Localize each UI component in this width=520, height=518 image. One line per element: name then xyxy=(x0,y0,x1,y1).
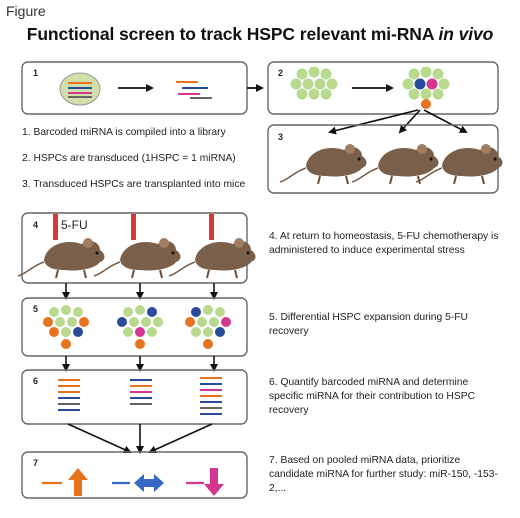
step-5-number: 5 xyxy=(33,304,38,314)
step-5-description: 5. Differential HSPC expansion during 5-… xyxy=(269,312,468,337)
step-6-description: 6. Quantify barcoded miRNA and determine… xyxy=(269,377,476,416)
arrow-to-mouse-b xyxy=(398,109,421,134)
step-4-description: 4. At return to homeostasis, 5-FU chemot… xyxy=(269,231,499,256)
step-6-box xyxy=(21,369,248,425)
title-italic: in vivo xyxy=(438,24,494,44)
mouse-4c xyxy=(168,237,257,279)
up-arrow-icon xyxy=(42,468,88,496)
5fu-syringe-a xyxy=(53,214,58,240)
expansion-cluster-c xyxy=(185,305,231,349)
figure-title: Functional screen to track HSPC relevant… xyxy=(0,24,520,45)
step-7-box xyxy=(21,451,248,499)
barcode-readout-c xyxy=(200,377,222,415)
barcode-readout-a xyxy=(58,379,80,411)
step-6-number: 6 xyxy=(33,376,38,386)
step-4-number: 4 xyxy=(33,220,38,230)
5fu-syringe-c xyxy=(209,214,214,240)
library-vesicle xyxy=(59,72,101,106)
barcode-lines-1 xyxy=(176,81,212,99)
step-1-description: 1. Barcoded miRNA is compiled into a lib… xyxy=(22,127,226,138)
5fu-label: 5-FU xyxy=(61,218,88,232)
step-5-box xyxy=(21,297,248,357)
step-1-number: 1 xyxy=(33,68,38,78)
arrow-6-7-a xyxy=(67,423,132,454)
step-2-description: 2. HSPCs are transduced (1HSPC = 1 miRNA… xyxy=(22,153,236,164)
mouse-4a xyxy=(17,237,106,279)
expansion-cluster-b xyxy=(117,305,163,349)
arrow-to-mouse-c xyxy=(423,109,468,133)
arrow-6-7-c xyxy=(148,423,213,454)
mouse-a xyxy=(279,143,368,185)
barcode-readout-b xyxy=(130,379,152,405)
down-arrow-icon xyxy=(186,468,224,496)
step-7-description: 7. Based on pooled miRNA data, prioritiz… xyxy=(269,455,498,494)
figure-label: Figure xyxy=(6,3,46,19)
step-7-number: 7 xyxy=(33,458,38,468)
arrow-to-mouse-a xyxy=(328,109,419,135)
expansion-cluster-a xyxy=(43,305,89,349)
step-3-description: 3. Transduced HSPCs are transplanted int… xyxy=(22,179,246,190)
untransduced-cells xyxy=(290,66,338,100)
step-2-number: 2 xyxy=(278,68,283,78)
title-main: Functional screen to track HSPC relevant… xyxy=(26,24,439,44)
transduced-cells xyxy=(402,66,450,109)
mouse-4b xyxy=(93,237,182,279)
5fu-syringe-b xyxy=(131,214,136,240)
bidirectional-arrow-icon xyxy=(112,474,164,492)
step-2-box xyxy=(267,61,499,115)
step-3-number: 3 xyxy=(278,132,283,142)
